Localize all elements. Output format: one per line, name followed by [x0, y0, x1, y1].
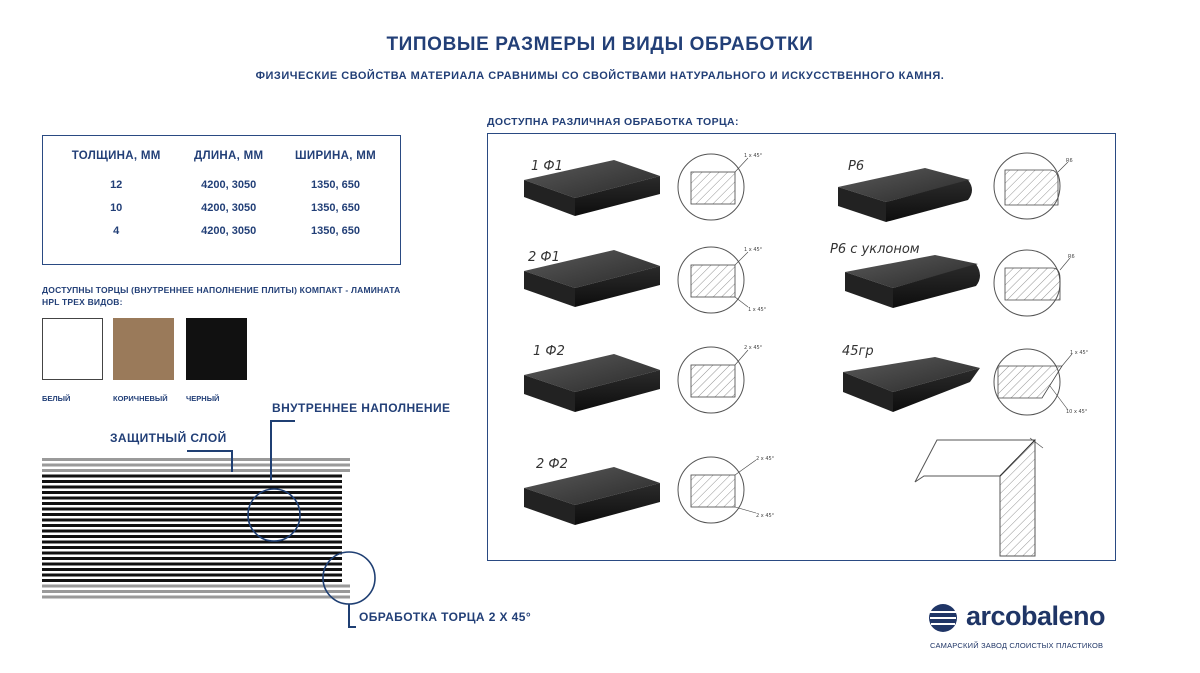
laminate-layer — [42, 491, 342, 494]
laminate-layer — [42, 529, 342, 533]
laminate-layer — [42, 551, 342, 555]
profile-r6: Р6 R6 — [838, 152, 1073, 222]
table-cell: 1350, 650 — [311, 179, 360, 191]
swatch-black — [186, 318, 247, 380]
profile-note: 1 x 45° — [748, 307, 767, 313]
laminate-layer — [42, 590, 350, 593]
table-cell: 4200, 3050 — [201, 179, 257, 191]
laminate-layer — [42, 562, 342, 566]
laminate-layer — [42, 485, 342, 489]
profile-1f2: 1 Ф2 2 x 45° — [524, 344, 763, 414]
laminate-layer — [42, 524, 342, 527]
profile-note: 1 x 45° — [744, 153, 763, 159]
laminate-layer — [42, 469, 350, 472]
swatch-label-black: ЧЕРНЫЙ — [186, 394, 220, 403]
laminate-layer — [42, 568, 342, 571]
table-cell: 4200, 3050 — [201, 202, 257, 214]
table-cell: 1350, 650 — [311, 225, 360, 237]
profile-label: 1 Ф1 — [531, 159, 563, 174]
laminate-cross-section — [42, 420, 376, 628]
laminate-layer — [42, 507, 342, 511]
profile-label: 1 Ф2 — [533, 344, 565, 359]
laminate-layer — [42, 518, 342, 522]
profile-note: 2 x 45° — [756, 513, 775, 519]
edge-colors-caption: ДОСТУПНЫ ТОРЦЫ (ВНУТРЕННЕЕ НАПОЛНЕНИЕ ПЛ… — [42, 285, 401, 307]
sizes-table-header: ТОЛЩИНА, ММ ДЛИНА, ММ ШИРИНА, ММ — [53, 150, 393, 176]
edge-panel — [487, 133, 1116, 561]
profile-1f1: 1 Ф1 1 x 45° — [524, 153, 763, 221]
table-row: 10 4200, 3050 1350, 650 — [53, 199, 393, 222]
swatch-white — [42, 318, 103, 380]
table-cell: 1350, 650 — [311, 202, 360, 214]
table-cell: 12 — [110, 179, 123, 191]
brand-logo-icon — [929, 604, 957, 632]
swatch-brown — [113, 318, 174, 380]
laminate-layer — [42, 584, 350, 588]
profile-label: 45гр — [842, 344, 874, 359]
laminate-layer — [42, 463, 350, 467]
label-protective-layer: ЗАЩИТНЫЙ СЛОЙ — [110, 431, 227, 445]
table-row: 4 4200, 3050 1350, 650 — [53, 222, 393, 245]
laminate-layer — [42, 557, 342, 560]
laminate-layer — [42, 540, 342, 544]
table-cell: 4200, 3050 — [201, 225, 257, 237]
profile-note: R6 — [1068, 254, 1075, 260]
label-inner-filling: ВНУТРЕННЕЕ НАПОЛНЕНИЕ — [272, 401, 451, 415]
laminate-layer — [42, 573, 342, 577]
swatch-label-brown: КОРИЧНЕВЫЙ — [113, 394, 168, 403]
profile-r6-slope: Р6 с уклоном R6 — [830, 242, 1075, 317]
laminate-layer — [42, 458, 350, 461]
profile-45deg: 45гр 1 x 45° 10 x 45° — [842, 344, 1089, 416]
laminate-layer — [42, 546, 342, 549]
profile-note: 10 x 45° — [1066, 409, 1088, 415]
profile-2f2: 2 Ф2 2 x 45° 2 x 45° — [524, 456, 775, 525]
profile-note: 1 x 45° — [1070, 350, 1089, 356]
profile-note: 2 x 45° — [744, 345, 763, 351]
corner-joint-sketch — [914, 437, 1044, 557]
column-header-thickness: ТОЛЩИНА, ММ — [71, 150, 161, 162]
profile-label: Р6 с уклоном — [830, 242, 920, 257]
laminate-layer — [42, 595, 350, 599]
brand-name: arcobaleno — [966, 601, 1106, 631]
profile-note: 1 x 45° — [744, 247, 763, 253]
page-title: ТИПОВЫЕ РАЗМЕРЫ И ВИДЫ ОБРАБОТКИ — [386, 34, 814, 55]
profile-label: 2 Ф2 — [536, 457, 568, 472]
column-header-length: ДЛИНА, ММ — [193, 150, 264, 162]
profile-label: Р6 — [848, 159, 864, 174]
column-header-width: ШИРИНА, ММ — [295, 150, 376, 162]
edge-panel-title: ДОСТУПНА РАЗЛИЧНАЯ ОБРАБОТКА ТОРЦА: — [487, 116, 739, 128]
sizes-table-frame: ТОЛЩИНА, ММ ДЛИНА, ММ ШИРИНА, ММ 12 4200… — [42, 135, 401, 265]
table-cell: 10 — [110, 202, 123, 214]
profile-2f1: 2 Ф1 1 x 45° 1 x 45° — [524, 246, 767, 314]
laminate-layer — [42, 535, 342, 538]
label-edge-treatment: ОБРАБОТКА ТОРЦА 2 Х 45° — [359, 610, 532, 624]
laminate-layer — [42, 480, 342, 483]
swatch-label-white: БЕЛЫЙ — [42, 394, 71, 403]
sizes-table: ТОЛЩИНА, ММ ДЛИНА, ММ ШИРИНА, ММ 12 4200… — [53, 150, 393, 245]
brand-tagline: САМАРСКИЙ ЗАВОД СЛОИСТЫХ ПЛАСТИКОВ — [930, 641, 1104, 650]
profile-label: 2 Ф1 — [528, 250, 560, 265]
profile-note: 2 x 45° — [756, 456, 775, 462]
table-cell: 4 — [113, 225, 120, 237]
laminate-layer — [42, 513, 342, 516]
laminate-layer — [42, 474, 342, 478]
laminate-layer — [42, 579, 342, 582]
laminate-layers — [42, 458, 350, 599]
laminate-layer — [42, 496, 342, 500]
table-row: 12 4200, 3050 1350, 650 — [53, 176, 393, 199]
profile-note: R6 — [1066, 158, 1073, 164]
laminate-layer — [42, 502, 342, 505]
page-subtitle: ФИЗИЧЕСКИЕ СВОЙСТВА МАТЕРИАЛА СРАВНИМЫ С… — [255, 70, 945, 82]
